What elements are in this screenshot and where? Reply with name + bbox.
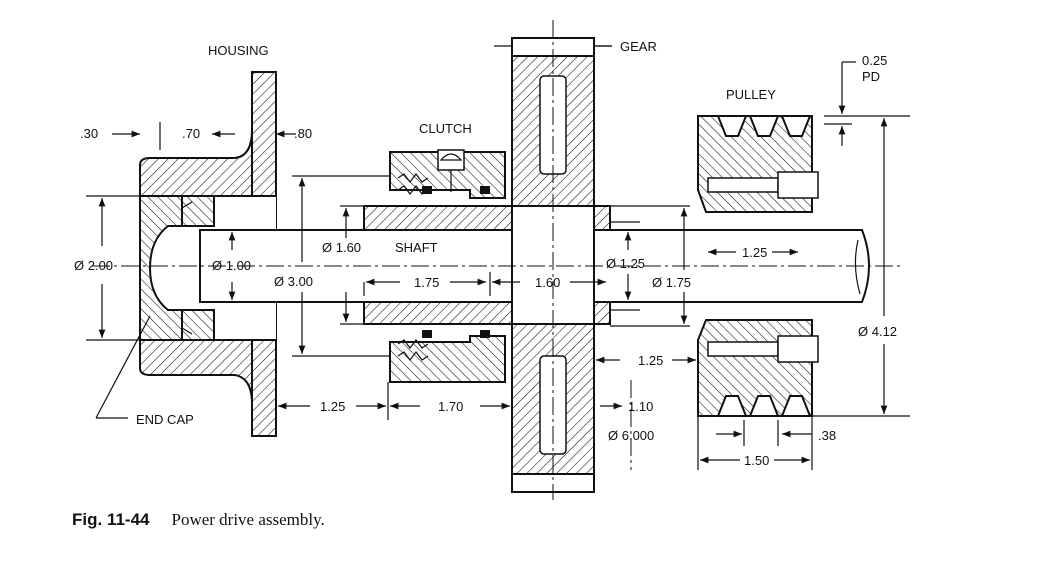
dim-dia-200: Ø 2.00 — [74, 258, 113, 273]
pulley — [697, 115, 819, 417]
dim-70: .70 — [182, 126, 200, 141]
dim-125-housing: 1.25 — [320, 399, 345, 414]
dim-dia-100: Ø 1.00 — [212, 258, 251, 273]
end-cap — [139, 195, 193, 341]
label-housing: HOUSING — [208, 43, 269, 58]
label-pd-value: 0.25 — [862, 53, 887, 68]
dimension-lines — [86, 45, 910, 470]
dim-dia-412: Ø 4.12 — [858, 324, 897, 339]
label-shaft: SHAFT — [395, 240, 438, 255]
label-pulley: PULLEY — [726, 87, 776, 102]
housing — [139, 71, 277, 437]
dim-dia-300: Ø 3.00 — [274, 274, 313, 289]
dim-125-pulley: 1.25 — [742, 245, 767, 260]
figure-number: Fig. 11-44 — [72, 510, 150, 529]
dim-38: .38 — [818, 428, 836, 443]
dim-80: .80 — [294, 126, 312, 141]
label-gear: GEAR — [620, 39, 657, 54]
figure-title: Power drive assembly. — [171, 510, 325, 529]
dim-dia-125: Ø 1.25 — [606, 256, 645, 271]
dim-dia-175: Ø 1.75 — [652, 275, 691, 290]
dim-30: .30 — [80, 126, 98, 141]
dim-110: 1.10 — [628, 399, 653, 414]
dim-dia-6000: Ø 6.000 — [608, 428, 654, 443]
dim-dia-160: Ø 1.60 — [322, 240, 361, 255]
label-end-cap: END CAP — [136, 412, 194, 427]
dim-170: 1.70 — [438, 399, 463, 414]
dim-160: 1.60 — [535, 275, 560, 290]
figure-caption: Fig. 11-44 Power drive assembly. — [72, 510, 325, 530]
label-clutch: CLUTCH — [419, 121, 472, 136]
dim-150: 1.50 — [744, 453, 769, 468]
label-pd-unit: PD — [862, 69, 880, 84]
dim-175: 1.75 — [414, 275, 439, 290]
dim-125-gear: 1.25 — [638, 353, 663, 368]
